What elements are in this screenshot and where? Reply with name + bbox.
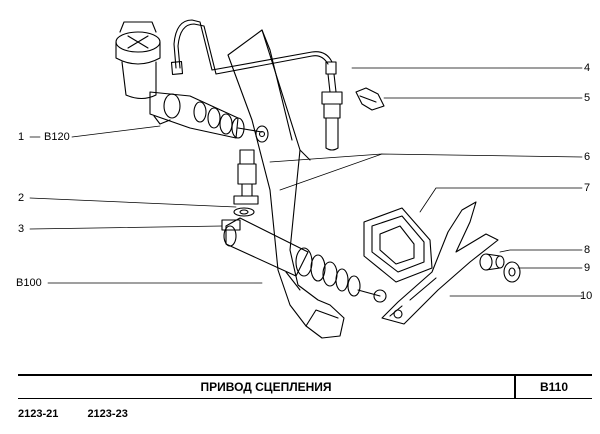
leader-lines xyxy=(29,67,583,297)
callout-7: 7 xyxy=(584,182,591,194)
callout-2: 2 xyxy=(18,192,24,204)
model-list: 2123-21 2123-23 xyxy=(18,408,154,420)
washer xyxy=(233,207,255,217)
callout-4: 4 xyxy=(584,62,591,74)
callout-ref: B100 xyxy=(16,277,42,289)
title-block: ПРИВОД СЦЕПЛЕНИЯ B110 xyxy=(18,374,592,399)
callout-8: 8 xyxy=(584,244,591,256)
callout-ref-b120: B120 xyxy=(44,131,70,143)
hose-fitting xyxy=(321,91,343,151)
fluid-reservoir xyxy=(115,21,161,100)
clutch-pedal xyxy=(227,29,345,339)
model-code: 2123-21 xyxy=(18,408,59,420)
clutch-drive-drawing xyxy=(29,19,583,339)
slave-cylinder xyxy=(221,217,387,303)
bolt xyxy=(479,253,505,271)
callout-number: 3 xyxy=(18,223,25,235)
callout-1: 1 xyxy=(18,131,24,143)
model-code: 2123-23 xyxy=(87,408,128,420)
callout-number: 1 xyxy=(18,131,25,143)
slave-fitting xyxy=(233,149,259,205)
hydraulic-line xyxy=(170,19,337,93)
release-fork-boot xyxy=(363,207,433,283)
section-code: B110 xyxy=(539,380,569,394)
master-cylinder xyxy=(149,91,269,143)
retaining-clip xyxy=(355,87,385,111)
release-fork xyxy=(381,201,499,325)
callout-9: 9 xyxy=(584,262,591,274)
callout-number: 2 xyxy=(18,192,25,204)
callout-10: 10 xyxy=(580,290,593,302)
callout-5: 5 xyxy=(584,92,591,104)
callout-3: 3 xyxy=(18,223,24,235)
callout-6: 6 xyxy=(584,151,591,163)
callout-ref: B120 xyxy=(44,131,70,143)
page-title: ПРИВОД СЦЕПЛЕНИЯ xyxy=(18,376,516,398)
callout-ref-b100: B100 xyxy=(16,277,42,289)
nut xyxy=(503,261,521,283)
